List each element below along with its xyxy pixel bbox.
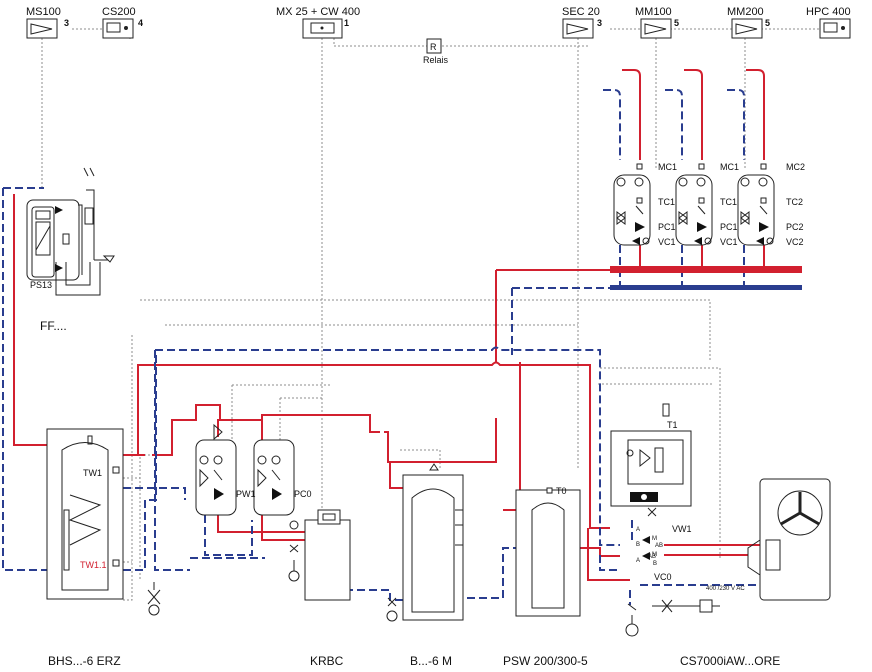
ms100-num: 3 <box>64 18 69 28</box>
controller-ms100[interactable]: MS100 3 <box>26 6 69 39</box>
controller-hpc400[interactable]: HPC 400 <box>806 6 851 39</box>
a2-label: A <box>636 558 640 564</box>
t1-label: T1 <box>667 420 678 430</box>
power-label: 400 /230 V AC <box>706 586 745 592</box>
mx25-num: 1 <box>344 18 349 28</box>
tc1b-label: TC1 <box>720 197 737 207</box>
mm200-num: 5 <box>765 18 770 28</box>
b1-label: B <box>636 542 640 548</box>
fresh-water-station: PS13 <box>26 167 115 296</box>
tank-bhs: TW1 TW1.1 <box>46 428 124 600</box>
label-psw: PSW 200/300-5 <box>503 654 588 668</box>
m1-label: M <box>652 536 657 542</box>
ab2-label: AB <box>648 554 656 560</box>
vc1a-label: VC1 <box>658 237 676 247</box>
tw1-label: TW1 <box>83 468 102 478</box>
mm100-num: 5 <box>674 18 679 28</box>
controller-mm200[interactable]: MM200 5 <box>727 6 770 39</box>
heating-circuit-3: MC2 TC2 PC2 VC2 <box>737 162 805 247</box>
cs200-label: CS200 <box>102 6 136 18</box>
vc0-label: VC0 <box>654 572 672 582</box>
t0-label: T0 <box>556 486 567 496</box>
controller-mx25[interactable]: MX 25 + CW 400 1 <box>276 6 360 39</box>
pump-group-pw1: PW1 <box>195 423 256 516</box>
ab1-label: AB <box>655 543 663 549</box>
pc1b-label: PC1 <box>720 222 738 232</box>
pw1-label: PW1 <box>236 489 256 499</box>
mc1a-label: MC1 <box>658 162 677 172</box>
label-krbc: KRBC <box>310 654 344 668</box>
relais[interactable]: R Relais <box>423 38 449 65</box>
safety-group <box>625 599 720 637</box>
mc2-label: MC2 <box>786 162 805 172</box>
tank-buffer <box>386 463 464 622</box>
cs200-num: 4 <box>138 18 143 28</box>
ms100-label: MS100 <box>26 6 61 18</box>
boiler-krbc <box>288 509 351 601</box>
tc2-label: TC2 <box>786 197 803 207</box>
ps13-label: PS13 <box>30 280 52 290</box>
relais-label: Relais <box>423 55 449 65</box>
controller-sec20[interactable]: SEC 20 3 <box>562 6 602 39</box>
sec20-num: 3 <box>597 18 602 28</box>
mx25-label: MX 25 + CW 400 <box>276 6 360 18</box>
a1-label: A <box>636 527 640 533</box>
hpc400-label: HPC 400 <box>806 6 851 18</box>
label-buffer: B...-6 M <box>410 654 452 668</box>
m2-label: M <box>652 552 657 558</box>
sec20-label: SEC 20 <box>562 6 600 18</box>
ff-label: FF.... <box>40 319 67 333</box>
heating-circuit-1: MC1 TC1 PC1 VC1 <box>613 162 677 247</box>
expansion-vessel-bhs <box>147 582 161 616</box>
mm200-label: MM200 <box>727 6 764 18</box>
heatpump-indoor: T1 VW1 A B AB M A B AB M VC0 <box>610 403 692 582</box>
label-bhs: BHS...-6 ERZ <box>48 654 121 668</box>
mm100-label: MM100 <box>635 6 672 18</box>
pc2-label: PC2 <box>786 222 804 232</box>
controller-cs200[interactable]: CS200 4 <box>102 6 143 39</box>
heating-circuit-2: MC1 TC1 PC1 VC1 <box>675 162 739 247</box>
mc1b-label: MC1 <box>720 162 739 172</box>
vw1-label: VW1 <box>672 524 692 534</box>
b2-label: B <box>653 561 657 567</box>
tc1a-label: TC1 <box>658 197 675 207</box>
controller-mm100[interactable]: MM100 5 <box>635 6 679 39</box>
control-wiring <box>41 28 821 601</box>
tank-psw: T0 <box>515 486 581 617</box>
heatpump-outdoor: 400 /230 V AC <box>706 478 831 601</box>
supply-pipes <box>13 69 765 581</box>
manifold <box>610 266 802 290</box>
pc1a-label: PC1 <box>658 222 676 232</box>
pc0-label: PC0 <box>294 489 312 499</box>
label-cs7000: CS7000iAW...ORE <box>680 654 780 668</box>
vc2-label: VC2 <box>786 237 804 247</box>
pump-group-pc0: PC0 <box>253 439 312 516</box>
relais-letter: R <box>430 42 437 52</box>
tw11-label: TW1.1 <box>80 560 107 570</box>
vc1b-label: VC1 <box>720 237 738 247</box>
